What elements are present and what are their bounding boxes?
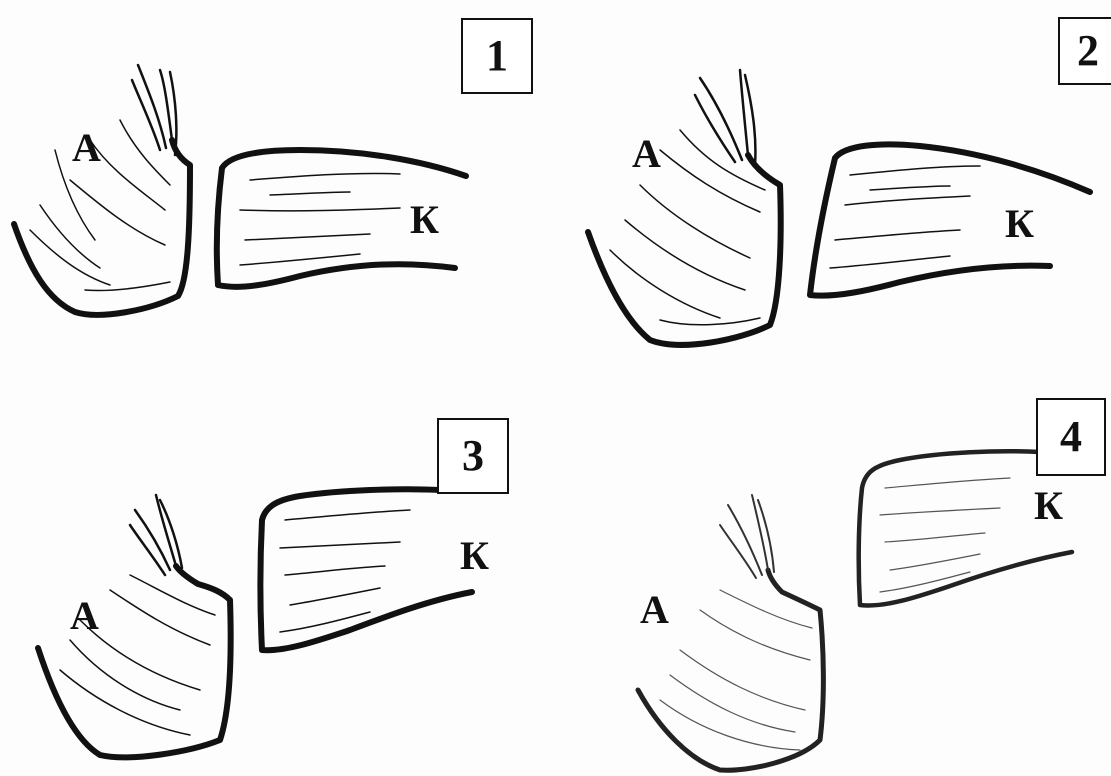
- panel-1-label-a: А: [72, 128, 101, 168]
- panel-1-label-k: К: [410, 200, 439, 240]
- panel-2-number-box: 2: [1058, 17, 1111, 85]
- panel-2-label-a: А: [632, 134, 661, 174]
- panel-3-drawing: [38, 489, 472, 757]
- panel-3-label-k: К: [460, 536, 489, 576]
- panel-3-fibers-a: [130, 495, 182, 575]
- panel-1-hatching-k: [240, 173, 400, 265]
- panel-1-number-box: 1: [461, 18, 533, 94]
- panel-4-fibers-a: [720, 495, 774, 578]
- panel-4-hatching-a: [660, 590, 812, 750]
- panel-4-label-k: К: [1034, 486, 1063, 526]
- panel-2-fibers-a: [695, 70, 755, 165]
- panel-1-structure-a: [14, 140, 190, 315]
- panel-3-label-a: А: [70, 596, 99, 636]
- panel-1-drawing: [14, 65, 466, 315]
- panel-4-number: 4: [1060, 415, 1082, 459]
- panel-3-number: 3: [462, 434, 484, 478]
- panel-4-label-a: А: [640, 590, 669, 630]
- panel-2-number: 2: [1077, 29, 1099, 73]
- panel-2-hatching-k: [830, 166, 980, 268]
- panel-1-number: 1: [486, 34, 508, 78]
- panel-4-drawing: [638, 451, 1072, 770]
- panel-2-label-k: К: [1005, 204, 1034, 244]
- panel-4-number-box: 4: [1036, 398, 1106, 476]
- panel-3-number-box: 3: [437, 418, 509, 494]
